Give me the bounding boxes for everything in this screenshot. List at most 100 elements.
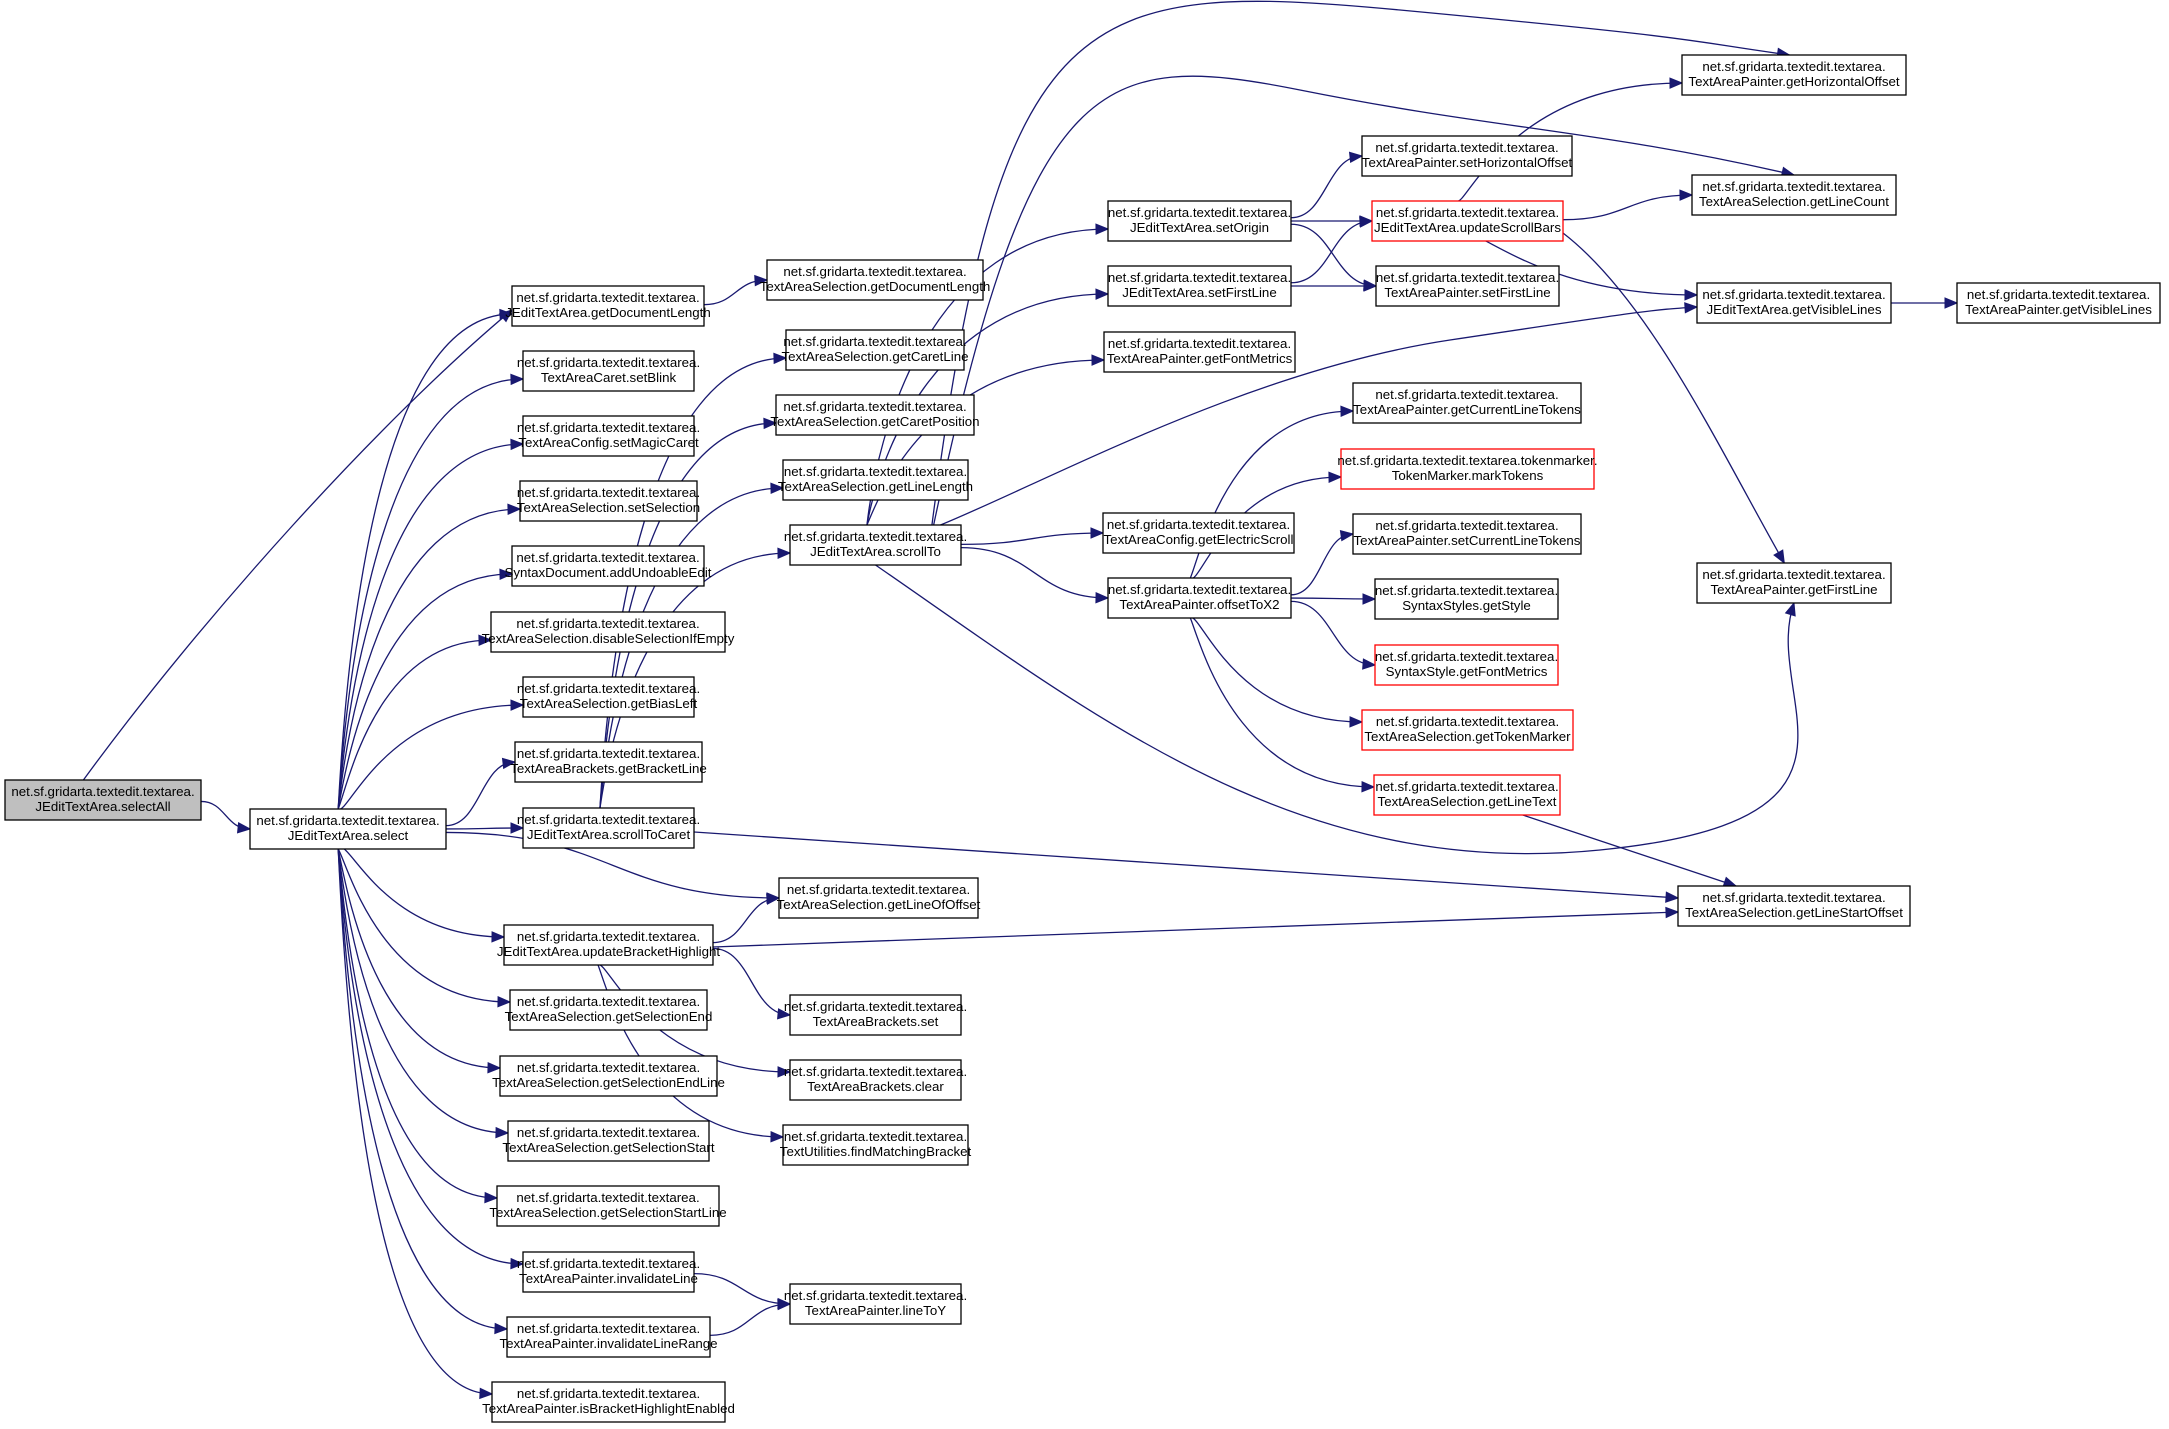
node-isBracketHighlightEnabled[interactable]: net.sf.gridarta.textedit.textarea.TextAr…: [482, 1381, 735, 1423]
node-getBiasLeft[interactable]: net.sf.gridarta.textedit.textarea.TextAr…: [517, 676, 700, 718]
node-setBlink[interactable]: net.sf.gridarta.textedit.textarea.TextAr…: [517, 350, 700, 392]
node-selectAll[interactable]: net.sf.gridarta.textedit.textarea.JEditT…: [4, 779, 202, 821]
node-box[interactable]: [778, 877, 979, 919]
node-box[interactable]: [522, 350, 695, 392]
node-box[interactable]: [789, 1283, 962, 1325]
node-jSetFirstLine[interactable]: net.sf.gridarta.textedit.textarea.JEditT…: [1107, 265, 1292, 307]
node-box[interactable]: [4, 779, 202, 821]
node-addUndoableEdit[interactable]: net.sf.gridarta.textedit.textarea.Syntax…: [505, 545, 712, 587]
node-box[interactable]: [519, 480, 698, 522]
node-setSelection[interactable]: net.sf.gridarta.textedit.textarea.TextAr…: [517, 480, 700, 522]
node-getSelectionEnd[interactable]: net.sf.gridarta.textedit.textarea.TextAr…: [505, 989, 713, 1031]
node-pGetFontMetrics[interactable]: net.sf.gridarta.textedit.textarea.TextAr…: [1103, 331, 1296, 373]
node-pGetVisibleLines[interactable]: net.sf.gridarta.textedit.textarea.TextAr…: [1956, 282, 2161, 324]
node-box[interactable]: [1371, 200, 1564, 242]
node-getLineCount[interactable]: net.sf.gridarta.textedit.textarea.TextAr…: [1691, 174, 1897, 216]
node-lineToY[interactable]: net.sf.gridarta.textedit.textarea.TextAr…: [784, 1283, 967, 1325]
node-markTokens[interactable]: net.sf.gridarta.textedit.textarea.tokenm…: [1337, 448, 1598, 490]
node-getHorizontalOffset[interactable]: net.sf.gridarta.textedit.textarea.TextAr…: [1681, 54, 1907, 96]
node-box[interactable]: [1681, 54, 1907, 96]
node-getCaretLine[interactable]: net.sf.gridarta.textedit.textarea.TextAr…: [781, 329, 969, 371]
node-getTokenMarker[interactable]: net.sf.gridarta.textedit.textarea.TextAr…: [1361, 709, 1574, 751]
node-box[interactable]: [1361, 709, 1574, 751]
node-box[interactable]: [789, 524, 962, 566]
node-box[interactable]: [785, 329, 965, 371]
node-getLineStartOffset[interactable]: net.sf.gridarta.textedit.textarea.TextAr…: [1677, 885, 1911, 927]
node-getSelectionStart[interactable]: net.sf.gridarta.textedit.textarea.TextAr…: [502, 1120, 715, 1162]
node-getBracketLine[interactable]: net.sf.gridarta.textedit.textarea.TextAr…: [510, 741, 707, 783]
node-box[interactable]: [522, 676, 695, 718]
node-scrollTo[interactable]: net.sf.gridarta.textedit.textarea.JEditT…: [784, 524, 967, 566]
node-box[interactable]: [1107, 265, 1292, 307]
node-offsetToX2[interactable]: net.sf.gridarta.textedit.textarea.TextAr…: [1107, 577, 1292, 619]
node-pGetFirstLine[interactable]: net.sf.gridarta.textedit.textarea.TextAr…: [1696, 562, 1892, 604]
node-select[interactable]: net.sf.gridarta.textedit.textarea.JEditT…: [249, 808, 447, 850]
node-setCurrentLineTokens[interactable]: net.sf.gridarta.textedit.textarea.TextAr…: [1352, 513, 1582, 555]
node-updateBracketHighlight[interactable]: net.sf.gridarta.textedit.textarea.JEditT…: [497, 924, 721, 966]
node-box[interactable]: [789, 994, 962, 1036]
node-box[interactable]: [507, 1120, 710, 1162]
node-box[interactable]: [782, 1124, 969, 1166]
node-jGetDocumentLength[interactable]: net.sf.gridarta.textedit.textarea.JEditT…: [505, 285, 711, 327]
node-box[interactable]: [496, 1185, 720, 1227]
node-box[interactable]: [1340, 448, 1595, 490]
node-box[interactable]: [775, 394, 975, 436]
node-box[interactable]: [1352, 382, 1582, 424]
node-box[interactable]: [514, 741, 703, 783]
node-sGetFontMetrics[interactable]: net.sf.gridarta.textedit.textarea.Syntax…: [1374, 644, 1559, 686]
node-bracketsSet[interactable]: net.sf.gridarta.textedit.textarea.TextAr…: [784, 994, 967, 1036]
node-box[interactable]: [522, 1251, 695, 1293]
node-disableSelectionIfEmpty[interactable]: net.sf.gridarta.textedit.textarea.TextAr…: [482, 611, 735, 653]
node-box[interactable]: [1374, 644, 1559, 686]
node-invalidateLineRange[interactable]: net.sf.gridarta.textedit.textarea.TextAr…: [499, 1316, 718, 1358]
node-scrollToCaret[interactable]: net.sf.gridarta.textedit.textarea.JEditT…: [517, 807, 700, 849]
node-sGetDocumentLength[interactable]: net.sf.gridarta.textedit.textarea.TextAr…: [760, 259, 991, 301]
node-box[interactable]: [1107, 577, 1292, 619]
node-pSetFirstLine[interactable]: net.sf.gridarta.textedit.textarea.TextAr…: [1375, 265, 1560, 307]
node-getSelectionEndLine[interactable]: net.sf.gridarta.textedit.textarea.TextAr…: [492, 1055, 725, 1097]
node-box[interactable]: [499, 1055, 718, 1097]
node-updateScrollBars[interactable]: net.sf.gridarta.textedit.textarea.JEditT…: [1371, 200, 1564, 242]
node-box[interactable]: [766, 259, 984, 301]
node-getStyle[interactable]: net.sf.gridarta.textedit.textarea.Syntax…: [1374, 578, 1559, 620]
node-box[interactable]: [249, 808, 447, 850]
node-box[interactable]: [506, 1316, 711, 1358]
node-box[interactable]: [1361, 135, 1573, 177]
node-box[interactable]: [522, 807, 695, 849]
node-box[interactable]: [491, 1381, 726, 1423]
node-findMatchingBracket[interactable]: net.sf.gridarta.textedit.textarea.TextUt…: [780, 1124, 972, 1166]
node-box[interactable]: [509, 989, 708, 1031]
node-box[interactable]: [490, 611, 726, 653]
node-box[interactable]: [1691, 174, 1897, 216]
node-box[interactable]: [1956, 282, 2161, 324]
node-setMagicCaret[interactable]: net.sf.gridarta.textedit.textarea.TextAr…: [517, 415, 700, 457]
node-getLineOfOffset[interactable]: net.sf.gridarta.textedit.textarea.TextAr…: [777, 877, 981, 919]
node-box[interactable]: [1107, 200, 1292, 242]
node-getElectricScroll[interactable]: net.sf.gridarta.textedit.textarea.TextAr…: [1102, 512, 1295, 554]
node-getSelectionStartLine[interactable]: net.sf.gridarta.textedit.textarea.TextAr…: [489, 1185, 727, 1227]
node-box[interactable]: [511, 545, 705, 587]
node-box[interactable]: [1375, 265, 1560, 307]
node-box[interactable]: [503, 924, 714, 966]
node-getCaretPosition[interactable]: net.sf.gridarta.textedit.textarea.TextAr…: [770, 394, 980, 436]
node-box[interactable]: [782, 459, 969, 501]
node-invalidateLine[interactable]: net.sf.gridarta.textedit.textarea.TextAr…: [517, 1251, 700, 1293]
node-getLineText[interactable]: net.sf.gridarta.textedit.textarea.TextAr…: [1373, 774, 1561, 816]
node-box[interactable]: [511, 285, 705, 327]
node-setHorizontalOffset[interactable]: net.sf.gridarta.textedit.textarea.TextAr…: [1361, 135, 1573, 177]
node-box[interactable]: [1677, 885, 1911, 927]
node-box[interactable]: [522, 415, 695, 457]
node-box[interactable]: [1696, 282, 1892, 324]
node-jGetVisibleLines[interactable]: net.sf.gridarta.textedit.textarea.JEditT…: [1696, 282, 1892, 324]
node-box[interactable]: [1373, 774, 1561, 816]
node-setOrigin[interactable]: net.sf.gridarta.textedit.textarea.JEditT…: [1107, 200, 1292, 242]
node-bracketsClear[interactable]: net.sf.gridarta.textedit.textarea.TextAr…: [784, 1059, 967, 1101]
node-box[interactable]: [1696, 562, 1892, 604]
node-box[interactable]: [1352, 513, 1582, 555]
node-getLineLength[interactable]: net.sf.gridarta.textedit.textarea.TextAr…: [778, 459, 973, 501]
node-box[interactable]: [1103, 331, 1296, 373]
node-getCurrentLineTokens[interactable]: net.sf.gridarta.textedit.textarea.TextAr…: [1352, 382, 1582, 424]
node-box[interactable]: [789, 1059, 962, 1101]
node-box[interactable]: [1374, 578, 1559, 620]
node-box[interactable]: [1102, 512, 1295, 554]
